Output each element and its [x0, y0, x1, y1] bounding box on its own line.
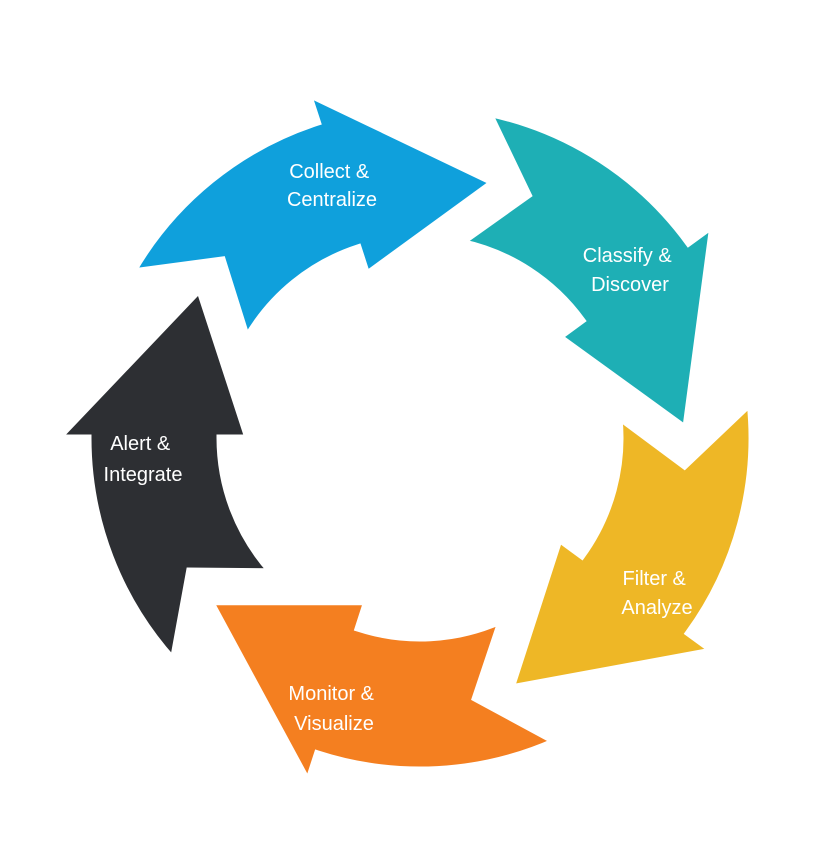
step-label-collect: Collect & Centralize: [287, 161, 377, 211]
step-label-monitor: Monitor & Visualize: [288, 683, 379, 735]
step-label-alert-line2: Integrate: [104, 464, 183, 486]
step-label-filter-line1: Filter &: [623, 568, 687, 590]
step-label-collect-line1: Collect &: [289, 161, 370, 183]
step-label-filter: Filter & Analyze: [621, 568, 692, 619]
step-label-filter-line2: Analyze: [621, 597, 692, 619]
step-labels: Collect & Centralize Classify & Discover…: [104, 161, 693, 735]
arrow-segment-classify: [453, 108, 718, 435]
step-label-monitor-line2: Visualize: [294, 713, 374, 735]
step-label-collect-line2: Centralize: [287, 189, 377, 211]
arrow-segment-monitor: [204, 598, 563, 792]
step-label-classify: Classify & Discover: [583, 245, 677, 296]
arrow-segment-collect: [125, 87, 501, 347]
step-label-alert-line1: Alert &: [110, 433, 171, 455]
arrow-segment-filter: [505, 395, 756, 693]
step-label-monitor-line1: Monitor &: [288, 683, 374, 705]
arrow-segments: [49, 87, 756, 792]
step-label-classify-line1: Classify &: [583, 245, 673, 267]
step-label-classify-line2: Discover: [591, 274, 669, 296]
arrow-segment-alert: [49, 282, 280, 668]
step-label-alert: Alert & Integrate: [104, 433, 183, 486]
